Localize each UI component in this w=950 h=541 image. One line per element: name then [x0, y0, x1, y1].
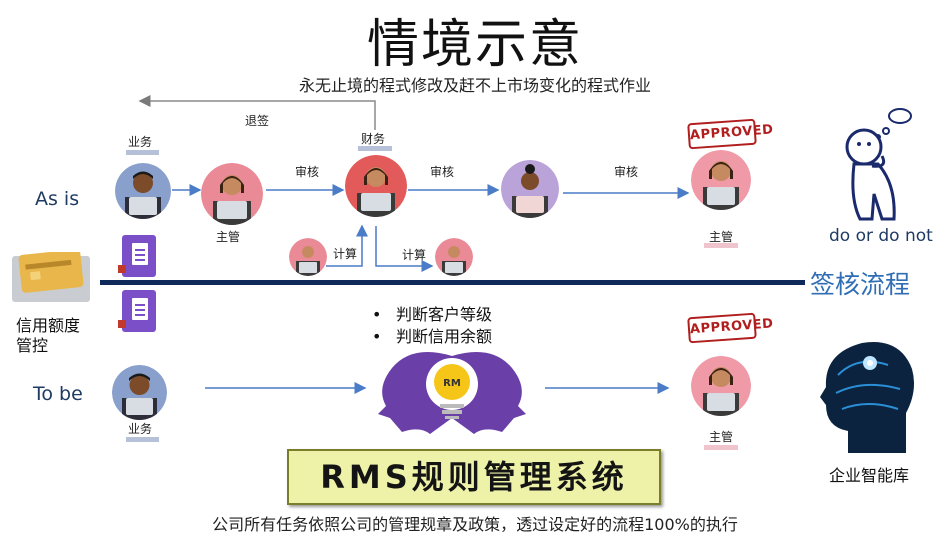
- bullet-customer-level: 判断客户等级: [372, 304, 492, 326]
- as-is-label: As is: [35, 188, 80, 210]
- form-icon: [118, 235, 156, 277]
- brain-head-icon: [818, 335, 918, 455]
- business-woman-icon: [691, 356, 751, 416]
- page-subtitle: 永无止境的程式修改及赶不上市场变化的程式作业: [298, 76, 651, 95]
- swimlane-divider: [100, 280, 805, 285]
- rms-bulb-icon: RM: [378, 352, 526, 434]
- role-underline: [704, 445, 738, 450]
- role-manager-top: 主管: [216, 230, 241, 244]
- role-underline: [358, 146, 392, 151]
- edge-return-sign: 退签: [245, 114, 270, 128]
- rms-bullets: 判断客户等级 判断信用余额: [372, 304, 492, 348]
- credit-control-label: 信用额度 管控: [16, 316, 80, 356]
- role-sales-bottom: 业务: [128, 422, 153, 436]
- business-woman-icon: [289, 238, 327, 276]
- role-underline: [126, 437, 159, 442]
- role-manager-bottom: 主管: [709, 430, 734, 444]
- business-woman-icon: [435, 238, 473, 276]
- thinking-figure-icon: [845, 108, 912, 221]
- edge-review-2: 审核: [430, 165, 455, 179]
- business-man-icon: [115, 163, 171, 219]
- approved-stamp-bottom: APPROVED: [687, 312, 774, 344]
- credit-card-icon: [12, 252, 90, 302]
- business-woman-icon: [501, 160, 559, 218]
- edge-calc-left: 计算: [333, 247, 358, 261]
- rms-banner: RMS规则管理系统: [287, 449, 661, 505]
- role-manager-approved-top: 主管: [709, 230, 734, 244]
- rms-bulb-text: RM: [443, 378, 461, 389]
- to-be-label: To be: [33, 383, 83, 405]
- arrow-calc-right: [375, 226, 434, 272]
- role-underline: [126, 150, 159, 155]
- do-or-do-not-label: do or do not: [829, 226, 933, 246]
- role-underline: [704, 243, 738, 248]
- knowledge-base-label: 企业智能库: [829, 466, 910, 485]
- edge-review-1: 审核: [295, 165, 320, 179]
- business-woman-icon: [345, 155, 407, 217]
- credit-control-line2: 管控: [16, 336, 49, 355]
- form-icon: [118, 290, 156, 332]
- business-woman-icon: [691, 150, 751, 210]
- approved-stamp-top: APPROVED: [687, 118, 774, 150]
- edge-review-3: 审核: [614, 165, 639, 179]
- arrow-calc-left: [326, 224, 368, 267]
- approval-flow-label: 签核流程: [810, 270, 911, 299]
- role-sales-top: 业务: [128, 135, 153, 149]
- credit-control-line1: 信用额度: [16, 316, 81, 335]
- return-arrow: [138, 95, 376, 130]
- edge-calc-right: 计算: [402, 248, 427, 262]
- role-finance: 财务: [361, 132, 386, 146]
- bullet-credit-balance: 判断信用余额: [372, 326, 492, 348]
- page-title: 情境示意: [366, 15, 583, 75]
- bottom-note: 公司所有任务依照公司的管理规章及政策，透过设定好的流程100%的执行: [212, 515, 738, 534]
- business-woman-icon: [201, 163, 263, 225]
- business-man-icon: [112, 365, 167, 420]
